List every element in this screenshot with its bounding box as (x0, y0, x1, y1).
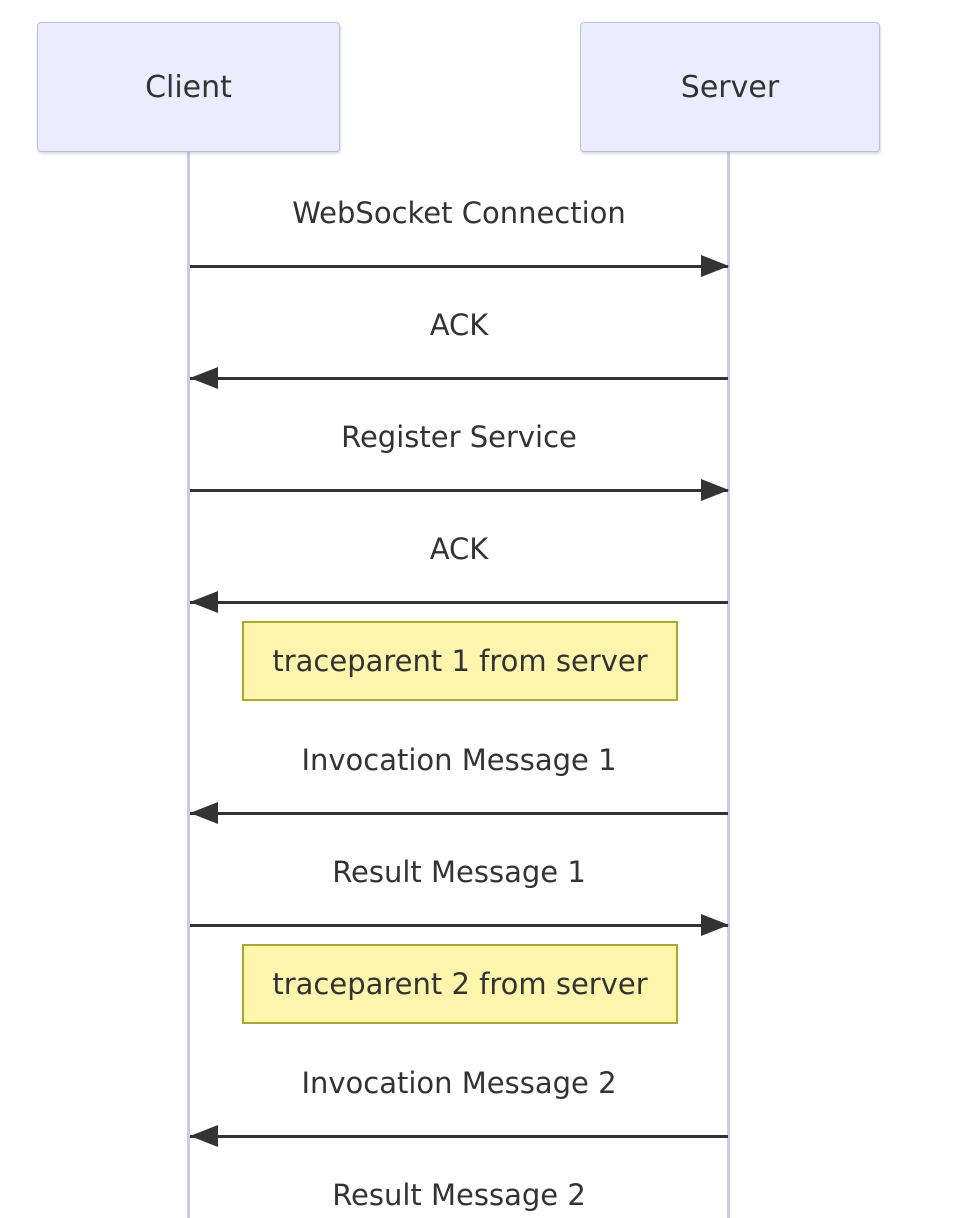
message-arrow-line (190, 812, 728, 815)
note: traceparent 1 from server (242, 621, 678, 701)
message-label: Invocation Message 2 (301, 1066, 617, 1100)
message-arrow-line (190, 377, 728, 380)
message-label: Register Service (341, 420, 577, 454)
actor-client: Client (37, 22, 340, 152)
message-label: ACK (429, 308, 489, 342)
message-label: Result Message 1 (332, 855, 586, 889)
arrowhead-right-icon (701, 255, 729, 277)
message-label: WebSocket Connection (292, 196, 626, 230)
actor-client-label: Client (145, 69, 232, 105)
message-arrow-line (190, 1135, 728, 1138)
arrowhead-right-icon (701, 479, 729, 501)
note: traceparent 2 from server (242, 944, 678, 1024)
message-label: ACK (429, 532, 489, 566)
lifeline-server (727, 152, 730, 1218)
arrowhead-left-icon (190, 367, 218, 389)
lifeline-client (187, 152, 190, 1218)
message-arrow-line (190, 924, 728, 927)
actor-server: Server (580, 22, 880, 152)
arrowhead-left-icon (190, 802, 218, 824)
message-arrow-line (190, 489, 728, 492)
message-label: Result Message 2 (332, 1178, 586, 1212)
message-label: Invocation Message 1 (301, 743, 617, 777)
message-arrow-line (190, 601, 728, 604)
arrowhead-left-icon (190, 1125, 218, 1147)
message-arrow-line (190, 265, 728, 268)
arrowhead-right-icon (701, 914, 729, 936)
actor-server-label: Server (680, 69, 780, 105)
arrowhead-left-icon (190, 591, 218, 613)
